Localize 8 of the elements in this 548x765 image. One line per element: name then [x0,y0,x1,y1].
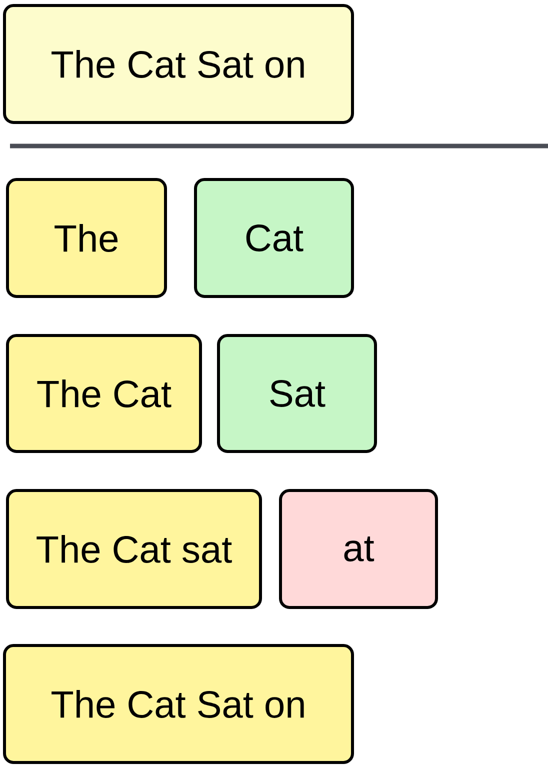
word-box: Sat [217,334,377,453]
word-box: The Cat Sat on [3,644,354,764]
word-box: The Cat Sat on [3,4,354,124]
word-box: The [6,178,167,298]
word-box: Cat [194,178,354,298]
word-box: The Cat sat [6,489,262,609]
word-box: The Cat [6,334,202,453]
word-box: at [279,489,438,609]
